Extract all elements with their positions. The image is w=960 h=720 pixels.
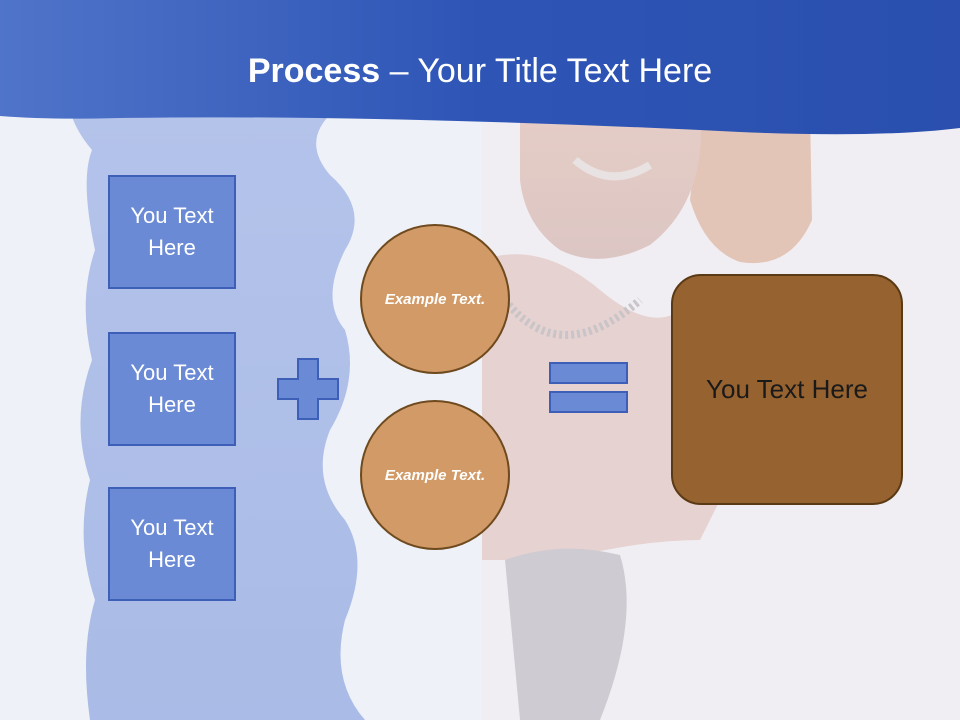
photo-face <box>520 110 701 259</box>
example-circle-1-label: Example Text. <box>384 290 486 308</box>
plus-icon <box>277 358 339 420</box>
equals-icon <box>549 362 628 413</box>
photo-hair <box>690 110 812 264</box>
photo-necklace <box>501 296 643 339</box>
result-box: You Text Here <box>671 274 903 505</box>
input-box-3-label: You Text Here <box>130 515 214 572</box>
input-box-2-label: You Text Here <box>130 360 214 417</box>
input-box-3: You Text Here <box>108 487 236 601</box>
title-rest: – Your Title Text Here <box>380 52 713 90</box>
example-circle-2-label: Example Text. <box>384 466 486 484</box>
photo-dress <box>505 548 627 720</box>
input-box-2: You Text Here <box>108 332 236 446</box>
slide-title: Process – Your Title Text Here <box>0 52 960 91</box>
photo-smile <box>572 156 653 181</box>
input-box-1-label: You Text Here <box>130 203 214 260</box>
example-circle-1: Example Text. <box>360 224 510 374</box>
result-box-label: You Text Here <box>706 374 868 404</box>
input-box-1: You Text Here <box>108 175 236 289</box>
title-bold: Process <box>247 52 381 90</box>
header-band <box>0 0 960 135</box>
example-circle-2: Example Text. <box>360 400 510 550</box>
